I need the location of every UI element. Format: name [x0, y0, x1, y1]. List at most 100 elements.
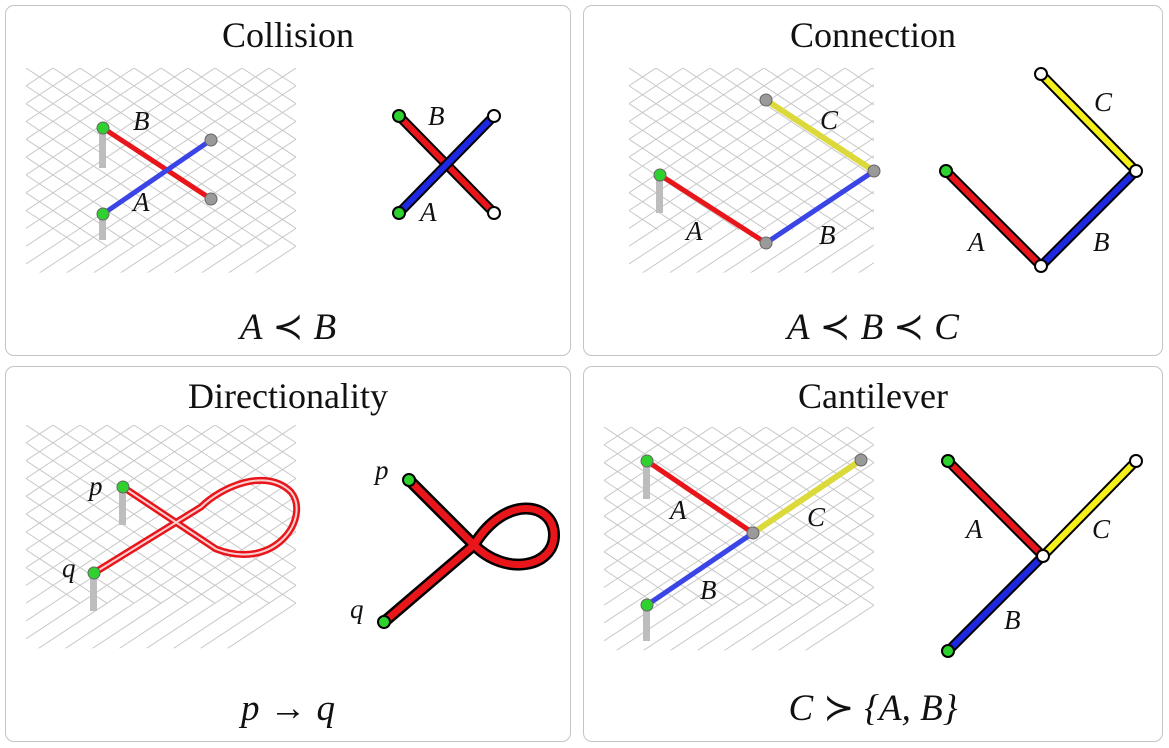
grid-line	[64, 495, 296, 649]
iso-grid	[26, 366, 296, 649]
grid-line	[172, 567, 296, 649]
grid-line	[26, 425, 27, 426]
anchor-node	[402, 473, 416, 487]
label-c: C	[1094, 87, 1113, 117]
post	[99, 132, 106, 168]
post	[119, 491, 126, 525]
grid-line	[777, 208, 874, 273]
anchor-node	[392, 206, 406, 220]
grid-line	[604, 533, 713, 606]
grid-line	[26, 209, 81, 247]
grid-line	[792, 427, 874, 482]
anchor-node	[96, 207, 110, 221]
grid-line	[199, 584, 296, 649]
loop-path	[380, 476, 558, 626]
panel-title: Connection	[790, 15, 956, 55]
grid-line	[93, 138, 296, 273]
grid-line	[26, 156, 162, 247]
grid-line	[26, 68, 108, 122]
directionality-diagram: p q p q	[26, 366, 560, 649]
anchor-node	[941, 454, 955, 468]
grid-line	[604, 427, 605, 428]
grid-line	[629, 120, 794, 231]
grid-line	[120, 156, 296, 273]
grid-line	[26, 68, 243, 211]
grid-line	[26, 566, 81, 604]
anchor-node	[87, 566, 101, 580]
formula-term: B	[860, 307, 884, 348]
grid-line	[66, 121, 296, 273]
grid-line	[604, 427, 848, 588]
grid-line	[604, 444, 874, 624]
label-b: B	[819, 220, 836, 250]
grid-line	[26, 68, 81, 105]
grid-line	[377, 68, 571, 246]
panel-title: Collision	[221, 15, 355, 55]
label-c: C	[807, 502, 826, 532]
segment-c	[1040, 458, 1139, 559]
grid-line	[804, 226, 874, 273]
grid-line	[723, 551, 874, 651]
grid-line	[629, 68, 819, 194]
grid-line	[160, 68, 296, 158]
label-a: A	[964, 514, 983, 544]
grid-line	[817, 68, 874, 106]
grid-line	[831, 244, 874, 273]
label-b: B	[700, 575, 717, 605]
grid-line	[629, 101, 874, 265]
post	[90, 577, 97, 611]
formula-term: q	[316, 688, 336, 729]
dominance-formula: C≻{A, B}	[584, 688, 1162, 730]
formula-term: C	[934, 307, 959, 348]
joint-node	[746, 526, 760, 540]
panel-title: Cantilever	[798, 376, 948, 416]
precedence-formula: A≺B≺C	[584, 307, 1162, 349]
grid-line	[709, 68, 874, 177]
rod-c-3d	[763, 97, 877, 174]
free-node	[1036, 549, 1050, 563]
post	[99, 218, 106, 240]
rod-c-3d	[750, 457, 864, 536]
grid-line	[629, 174, 713, 231]
grid-line	[629, 68, 630, 69]
grid-line	[604, 427, 659, 464]
grid-line	[26, 513, 162, 604]
grid-line	[26, 68, 54, 87]
grid-line	[629, 192, 686, 231]
free-node	[487, 109, 501, 123]
grid-line	[604, 427, 821, 570]
grid-line	[871, 68, 874, 70]
grid-line	[629, 68, 738, 140]
collision-diagram: B A B A	[26, 68, 571, 273]
segment-a	[396, 113, 497, 216]
grid-line	[37, 478, 296, 649]
grid-line	[26, 68, 296, 247]
grid-line	[604, 427, 686, 481]
grid-line	[147, 174, 296, 273]
grid-line	[214, 68, 296, 123]
grid-line	[955, 427, 1163, 605]
grid-line	[39, 103, 296, 273]
label-c: C	[1092, 514, 1111, 544]
grid-line	[26, 425, 162, 515]
free-node	[1129, 164, 1143, 178]
grid-line	[174, 192, 296, 273]
grid-line	[804, 604, 874, 651]
free-node	[1034, 67, 1048, 81]
rod-b-3d	[644, 530, 756, 608]
grid-line	[604, 366, 874, 391]
anchor-node	[96, 121, 110, 135]
grid-line	[629, 68, 711, 122]
grid-line	[226, 602, 296, 649]
grid-line	[629, 156, 740, 231]
grid-line	[629, 68, 873, 229]
grid-line	[604, 427, 632, 446]
grid-line	[187, 68, 296, 140]
panel-title: Directionality	[188, 376, 388, 416]
grid-line	[26, 425, 243, 568]
grid-line	[26, 366, 296, 407]
rod-b-3d	[763, 168, 877, 246]
grid-line	[26, 425, 81, 462]
post	[643, 465, 650, 499]
formula-relation: ≺	[819, 307, 851, 348]
